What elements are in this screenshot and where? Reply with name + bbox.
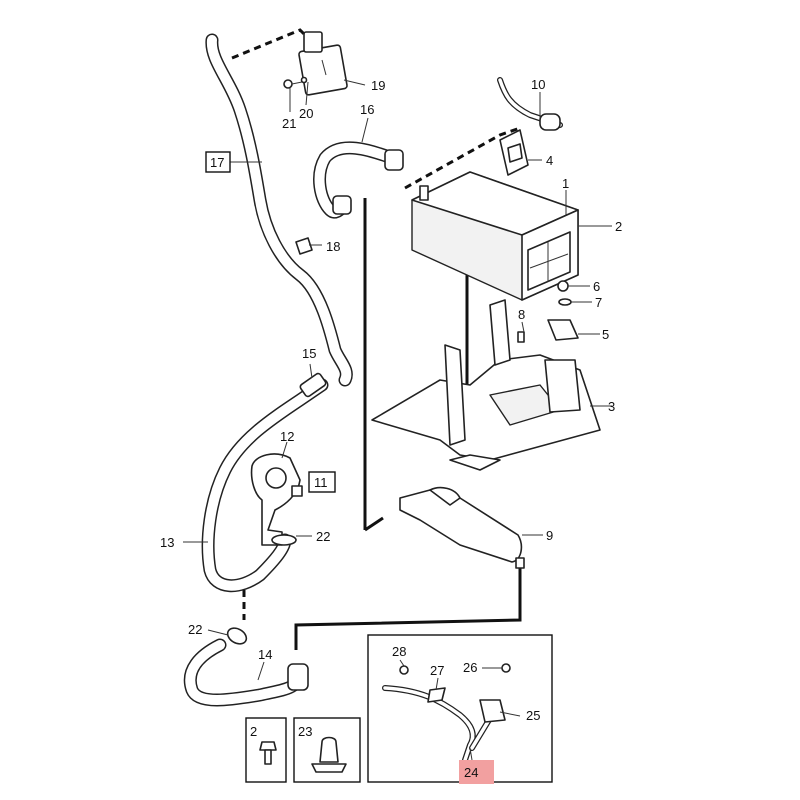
screw-21 bbox=[283, 79, 303, 89]
callout-17-box: 17 bbox=[205, 151, 231, 173]
callout-10: 10 bbox=[531, 77, 545, 92]
callout-1: 1 bbox=[562, 176, 569, 191]
inset-24-group bbox=[367, 634, 553, 783]
callout-22-lower: 22 bbox=[188, 622, 202, 637]
callout-14: 14 bbox=[258, 647, 272, 662]
hose-10 bbox=[497, 77, 563, 131]
callout-5: 5 bbox=[602, 327, 609, 342]
callout-8: 8 bbox=[518, 307, 525, 322]
valve-12 bbox=[250, 453, 303, 546]
callout-2: 2 bbox=[615, 219, 622, 234]
hose-16 bbox=[313, 141, 404, 219]
connector-15 bbox=[299, 372, 327, 398]
callout-16: 16 bbox=[360, 102, 374, 117]
hose-13 bbox=[201, 378, 329, 593]
callout-22-upper: 22 bbox=[316, 529, 330, 544]
callout-11-box: 11 bbox=[308, 471, 336, 493]
callout-21: 21 bbox=[282, 116, 296, 131]
hose-17 bbox=[205, 33, 353, 387]
clamp-22-lower bbox=[226, 627, 248, 645]
callout-labels: 1 2 3 4 5 6 7 8 9 10 11 12 13 14 15 16 1… bbox=[160, 77, 622, 784]
clip-18 bbox=[295, 237, 313, 255]
callout-20: 20 bbox=[299, 106, 313, 121]
bracket-3 bbox=[371, 299, 601, 471]
callout-7: 7 bbox=[595, 295, 602, 310]
valve-19 bbox=[298, 31, 348, 96]
inset-clip-box bbox=[293, 717, 361, 783]
callout-26: 26 bbox=[463, 660, 477, 675]
inset-bolt-label: 2 bbox=[250, 724, 257, 739]
connection-lines bbox=[231, 28, 522, 713]
callout-4: 4 bbox=[546, 153, 553, 168]
pump-9 bbox=[399, 486, 525, 569]
callout-18: 18 bbox=[326, 239, 340, 254]
callout-17: 17 bbox=[210, 155, 224, 170]
callout-12: 12 bbox=[280, 429, 294, 444]
callout-19: 19 bbox=[371, 78, 385, 93]
callout-24-highlight: 24 bbox=[459, 760, 494, 784]
clamp-22-upper bbox=[271, 534, 297, 546]
callout-9: 9 bbox=[546, 528, 553, 543]
callout-25: 25 bbox=[526, 708, 540, 723]
bolt-6 bbox=[557, 280, 569, 292]
callout-15: 15 bbox=[302, 346, 316, 361]
bracket-4 bbox=[499, 129, 529, 176]
bracket-5 bbox=[547, 319, 579, 341]
callout-11: 11 bbox=[314, 475, 328, 490]
bolt-8 bbox=[517, 331, 525, 343]
callout-28: 28 bbox=[392, 644, 406, 659]
callout-27: 27 bbox=[430, 663, 444, 678]
callout-3: 3 bbox=[608, 399, 615, 414]
inset-clip-label: 23 bbox=[298, 724, 312, 739]
hose-14 bbox=[183, 638, 309, 707]
inset-bolt-box bbox=[245, 717, 287, 783]
leader-lines bbox=[183, 79, 612, 761]
washer-7 bbox=[558, 298, 572, 306]
washer-20 bbox=[300, 76, 308, 84]
evap-canister-1 bbox=[411, 171, 579, 301]
callout-13: 13 bbox=[160, 535, 174, 550]
callout-6: 6 bbox=[593, 279, 600, 294]
callout-24: 24 bbox=[464, 765, 478, 780]
